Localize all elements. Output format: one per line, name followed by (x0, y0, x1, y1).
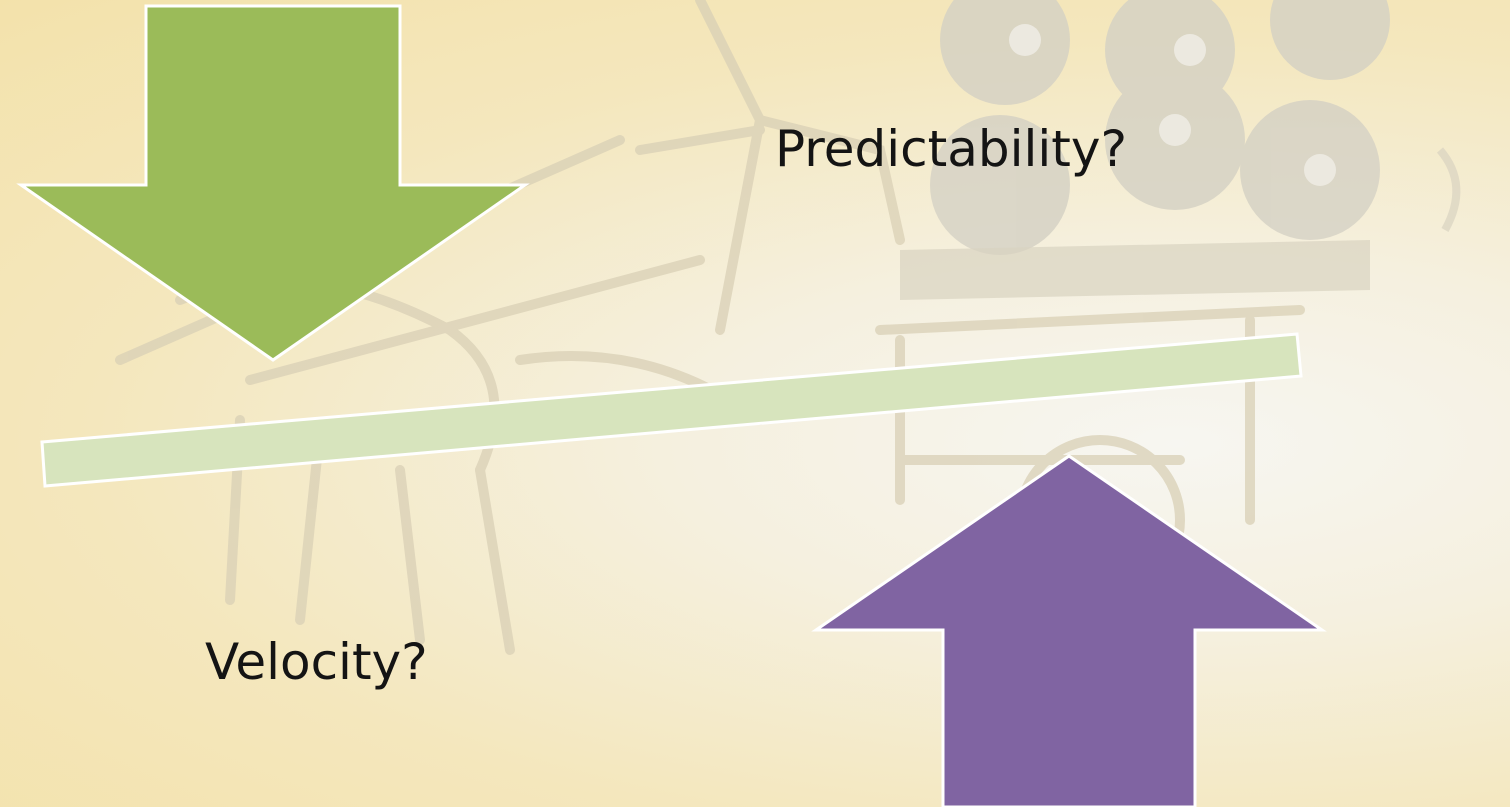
arrow-down-icon (16, 4, 530, 362)
arrow-up-icon (811, 454, 1327, 807)
balance-beam (40, 332, 1303, 488)
predictability-label: Predictability? (775, 120, 1128, 178)
velocity-label: Velocity? (205, 633, 428, 691)
